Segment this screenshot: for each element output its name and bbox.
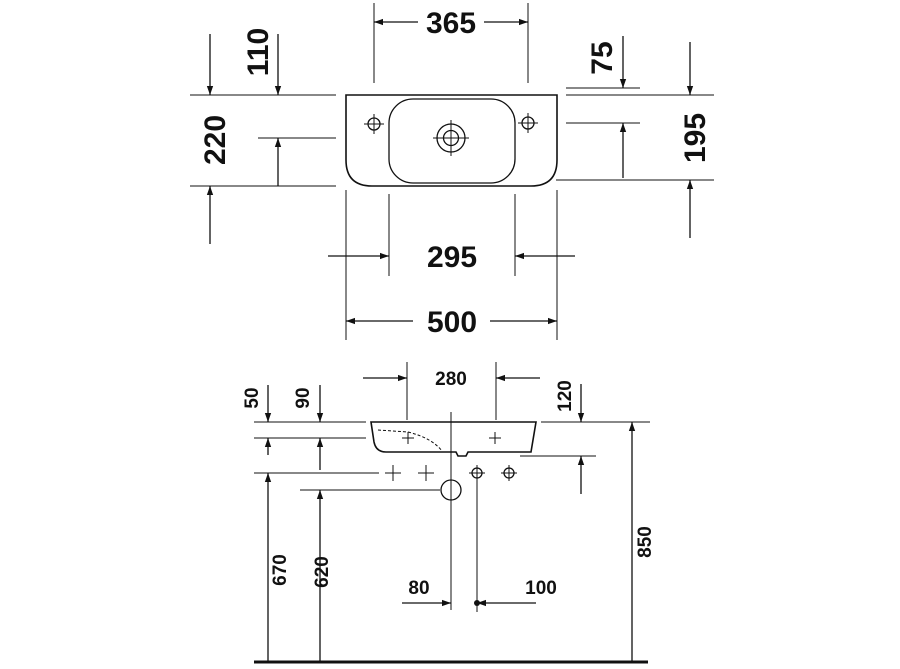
dim-75: 75 — [586, 41, 619, 74]
dim-365: 365 — [426, 7, 476, 40]
dim-620: 620 — [312, 556, 333, 588]
supply-point-icon — [385, 465, 401, 481]
drain-outlet-icon — [440, 479, 462, 501]
top-view: 365 110 220 75 195 295 500 — [190, 3, 714, 340]
dim-220: 220 — [199, 115, 232, 165]
supply-point-icon — [469, 465, 485, 481]
dim-280: 280 — [435, 369, 467, 390]
supply-point-icon — [418, 465, 434, 481]
tap-hole-right-icon — [518, 113, 538, 133]
basin-outline-front — [370, 421, 537, 457]
tap-hole-cross-left-icon — [402, 432, 414, 444]
dim-295: 295 — [427, 241, 477, 274]
dim-90: 90 — [293, 387, 314, 408]
dim-850: 850 — [635, 526, 656, 558]
dim-100: 100 — [525, 578, 557, 599]
dim-670: 670 — [270, 554, 291, 586]
dim-120: 120 — [555, 380, 576, 412]
tap-hole-cross-right-icon — [489, 432, 501, 444]
dim-50: 50 — [242, 387, 263, 408]
front-view: 280 50 90 670 620 120 850 80 100 — [242, 362, 656, 664]
supply-point-icon — [501, 465, 517, 481]
drain-icon — [433, 120, 469, 156]
tap-hole-left-icon — [364, 114, 384, 134]
dim-195: 195 — [679, 113, 712, 163]
dim-500: 500 — [427, 306, 477, 339]
dim-80: 80 — [408, 578, 429, 599]
dim-110: 110 — [242, 28, 275, 76]
bowl-top — [388, 98, 516, 184]
